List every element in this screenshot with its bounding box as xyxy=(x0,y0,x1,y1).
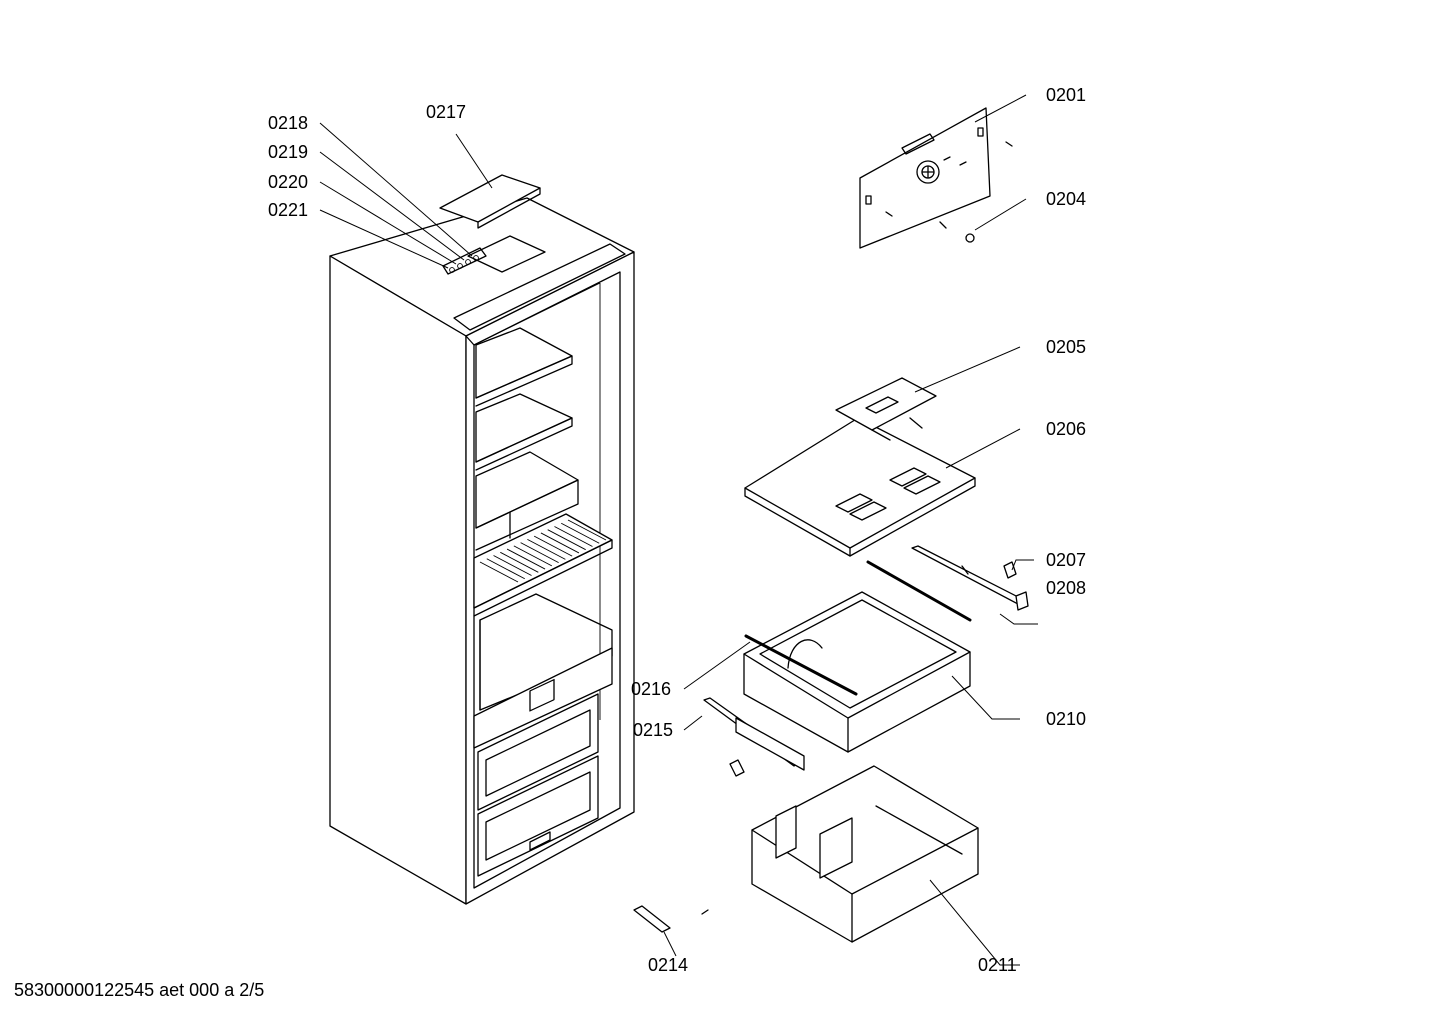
label-0216: 0216 xyxy=(631,679,672,699)
part-0215-slide-rail xyxy=(703,697,805,777)
label-0208: 0208 xyxy=(1046,578,1087,598)
shelf-rib xyxy=(479,561,519,583)
label-0217: 0217 xyxy=(426,102,467,122)
label-0218: 0218 xyxy=(268,113,309,133)
label-0210: 0210 xyxy=(1046,709,1087,729)
label-0219: 0219 xyxy=(268,142,309,162)
label-0211: 0211 xyxy=(978,955,1017,975)
part-0204-screw xyxy=(885,141,1013,243)
label-0220: 0220 xyxy=(268,172,309,192)
refrigerator-cabinet xyxy=(329,197,635,905)
shelf-rib xyxy=(554,526,593,547)
label-0214: 0214 xyxy=(648,955,689,975)
shelf-rib xyxy=(520,542,559,564)
shelf-rib xyxy=(527,538,566,560)
leader-lines xyxy=(319,94,1038,966)
part-0208-rail xyxy=(911,545,1029,611)
part-0211-drawer xyxy=(751,765,979,943)
shelf-rib xyxy=(561,522,600,544)
shelf-rib xyxy=(547,529,586,551)
drawing-reference-footer: 58300000122545 aet 000 a 2/5 xyxy=(14,980,265,1000)
part-0206-cover-plate xyxy=(744,417,976,557)
label-0205: 0205 xyxy=(1046,337,1087,357)
shelf-rib xyxy=(500,551,539,573)
shelf-rib xyxy=(533,535,573,557)
part-0207-clip xyxy=(1003,561,1017,579)
label-0207: 0207 xyxy=(1046,550,1087,570)
shelf-rib xyxy=(506,548,546,570)
shelf-rib xyxy=(513,545,553,567)
part-0217-top-cover xyxy=(439,174,541,229)
shelf-rib xyxy=(567,519,607,541)
part-0210-drawer xyxy=(743,591,971,753)
part-rod-upper xyxy=(866,560,972,622)
label-0201: 0201 xyxy=(1046,85,1087,105)
part-0214-clip xyxy=(633,905,709,933)
shelf-rib xyxy=(493,555,532,576)
shelf-rib xyxy=(540,532,580,554)
label-0221: 0221 xyxy=(268,200,309,220)
label-0204: 0204 xyxy=(1046,189,1087,209)
part-0205-cover-flap xyxy=(835,377,937,441)
label-0215: 0215 xyxy=(633,720,674,740)
part-0201-back-panel xyxy=(859,107,991,249)
label-0206: 0206 xyxy=(1046,419,1087,439)
shelf-rib xyxy=(486,558,525,580)
